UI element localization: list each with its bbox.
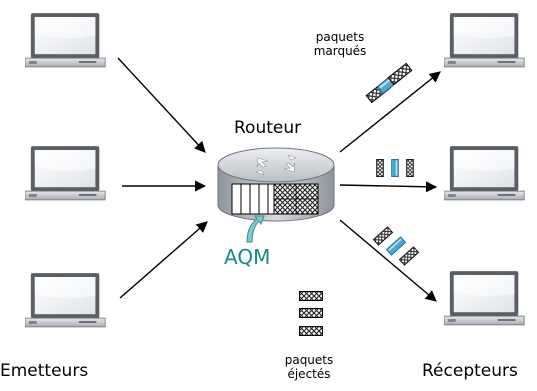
packet-icon xyxy=(376,159,384,177)
arrow-router-to-receiver2 xyxy=(339,181,438,193)
aqm-label: AQM xyxy=(224,245,271,269)
router-label: Routeur xyxy=(234,118,302,138)
sender-computer-2-icon xyxy=(25,145,106,201)
sender-computer-1-icon xyxy=(25,12,106,68)
receivers-label: Récepteurs xyxy=(422,361,518,381)
router-queue xyxy=(231,183,319,215)
packet-icon xyxy=(387,62,413,86)
receiver-computer-2-icon xyxy=(444,145,525,201)
marked-packets-label: paquets marqués xyxy=(310,30,370,58)
dropped-packets-label: paquets éjectés xyxy=(279,353,339,381)
packet-icon xyxy=(398,246,420,266)
senders-label: Emetteurs xyxy=(0,361,89,381)
arrow-router-to-receiver1 xyxy=(339,71,441,153)
dropped-packet-icon xyxy=(298,308,324,318)
arrow-sender1-to-router xyxy=(117,57,206,153)
marked-packets-label-line2: marqués xyxy=(313,44,367,58)
marked-packet-icon xyxy=(391,159,399,177)
dropped-packets-label-line1: paquets xyxy=(284,353,334,367)
marked-packet-icon xyxy=(385,236,407,256)
marked-packets-label-line1: paquets xyxy=(315,30,365,44)
dropped-packet-icon xyxy=(298,326,324,336)
receiver-computer-1-icon xyxy=(444,12,525,68)
packet-icon xyxy=(406,159,414,177)
arrow-sender3-to-router xyxy=(119,221,208,299)
sender-computer-3-icon xyxy=(25,272,106,328)
arrow-router-to-receiver3 xyxy=(339,219,437,302)
receiver-computer-3-icon xyxy=(444,270,525,326)
packet-icon xyxy=(372,226,394,246)
aqm-arrow-icon xyxy=(246,215,265,243)
dropped-packet-icon xyxy=(298,291,324,301)
dropped-packets-label-line2: éjectés xyxy=(287,367,331,381)
